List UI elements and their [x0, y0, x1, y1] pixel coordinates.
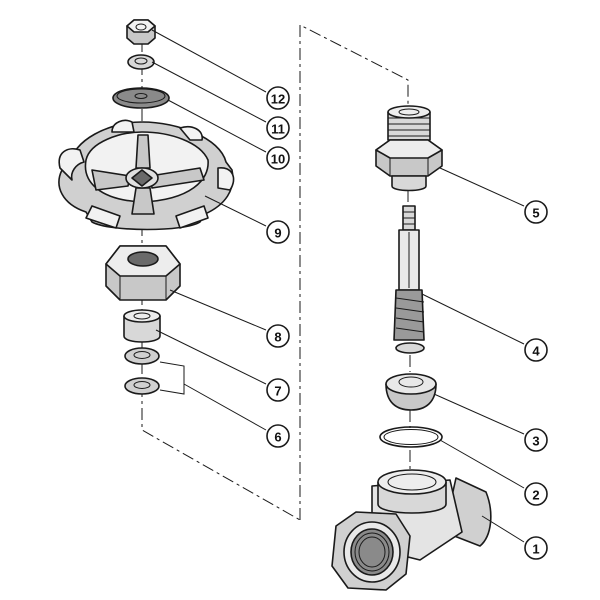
callout-1: 1 — [524, 536, 548, 560]
callout-4: 4 — [524, 338, 548, 362]
callout-8: 8 — [266, 324, 290, 348]
callout-12-label: 12 — [271, 92, 285, 107]
part-9-handwheel — [58, 119, 235, 231]
callout-3-label: 3 — [532, 434, 539, 449]
part-11-washer — [127, 54, 155, 70]
callout-9: 9 — [266, 220, 290, 244]
callout-11: 11 — [266, 116, 290, 140]
callout-7: 7 — [266, 378, 290, 402]
callout-9-label: 9 — [274, 226, 281, 241]
callout-6-label: 6 — [274, 430, 281, 445]
callout-7-label: 7 — [274, 384, 281, 399]
part-8-gland-nut — [105, 245, 181, 301]
assembly-axis-lines — [141, 24, 411, 521]
callout-10-label: 10 — [271, 152, 285, 167]
part-5-bonnet — [375, 105, 443, 192]
part-2-gasket — [379, 426, 443, 448]
callout-2: 2 — [524, 482, 548, 506]
part-7-packing-sleeve — [123, 309, 161, 343]
callout-11-label: 11 — [271, 122, 285, 137]
part-10-name-plate — [112, 87, 170, 109]
callout-5: 5 — [524, 200, 548, 224]
part-6-packing-rings — [124, 347, 185, 395]
part-4-stem — [393, 205, 425, 354]
callout-12: 12 — [266, 86, 290, 110]
callout-8-label: 8 — [274, 330, 281, 345]
part-1-valve-body — [331, 469, 492, 591]
part-3-valve-disc — [385, 373, 437, 411]
part-12-hex-nut — [126, 19, 156, 45]
callout-2-label: 2 — [532, 488, 539, 503]
leader-lines — [151, 29, 525, 543]
callout-10: 10 — [266, 146, 290, 170]
callout-6: 6 — [266, 424, 290, 448]
callout-1-label: 1 — [532, 542, 539, 557]
callout-5-label: 5 — [532, 206, 539, 221]
callout-3: 3 — [524, 428, 548, 452]
callout-4-label: 4 — [532, 344, 540, 359]
